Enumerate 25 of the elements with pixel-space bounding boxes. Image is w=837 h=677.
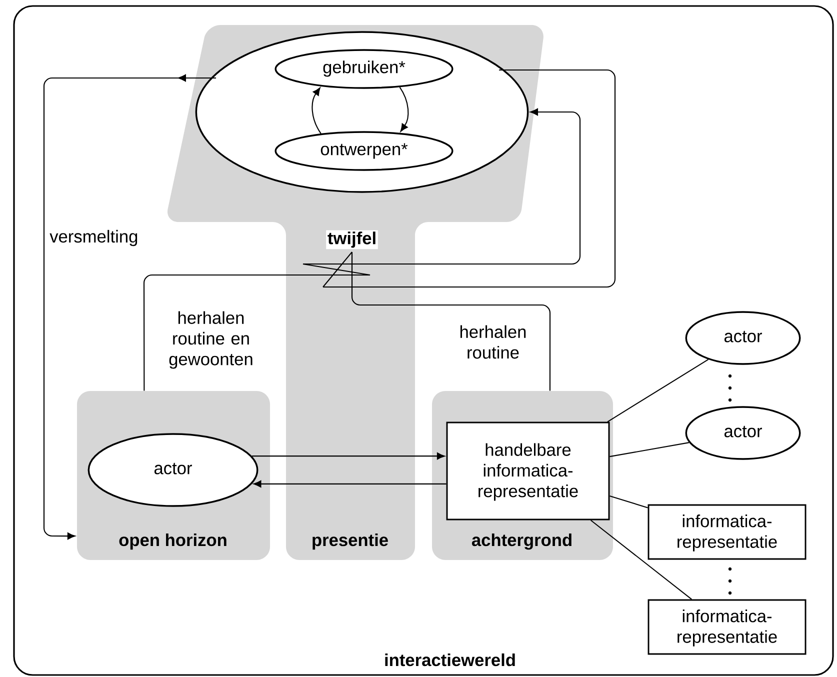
arrow: [43, 74, 216, 540]
ellipse-node: actor: [685, 406, 801, 460]
ellipse-node: actor: [88, 433, 258, 507]
ellipse-node: gebruiken*: [274, 49, 454, 89]
edge-label: herhalen routine: [460, 325, 526, 359]
connector: [610, 496, 648, 508]
text-box: informatica-representatie: [648, 599, 806, 655]
arrow: [303, 108, 581, 265]
edge-label: herhalen routine en gewoonten: [169, 311, 252, 369]
arrow: [312, 87, 322, 134]
arrow: [252, 452, 445, 460]
text-box: handelbare informatica-representatie: [446, 422, 610, 520]
label-text: twijfel: [326, 230, 378, 250]
connector: [607, 359, 709, 422]
connector: [351, 252, 551, 391]
connector: [143, 274, 370, 391]
connector: [610, 442, 690, 458]
edge-label: versmelting: [50, 230, 138, 246]
ellipse-node: ontwerpen*: [274, 131, 454, 171]
arrow: [399, 86, 409, 132]
arrow: [253, 480, 446, 488]
ellipse-node: actor: [685, 311, 801, 365]
text-box: informatica-representatie: [648, 504, 806, 560]
connector: [590, 520, 692, 600]
connector: [323, 69, 616, 288]
